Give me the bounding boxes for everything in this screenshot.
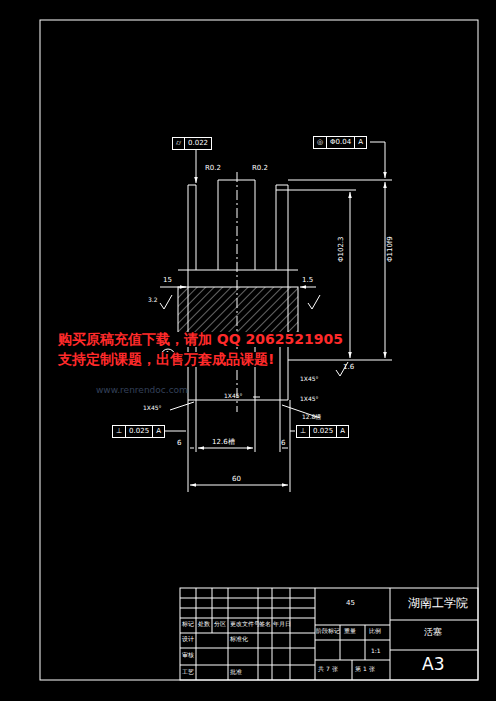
tolerance-frame: ⊥0.025A (112, 425, 165, 438)
dimension-text: 60 (232, 476, 241, 484)
title-cell: 工艺 (182, 669, 194, 676)
material: 45 (346, 600, 355, 608)
watermark: 购买原稿充值下载，请加 QQ 2062521905 (58, 332, 343, 347)
sheet-number: 第 1 张 (355, 666, 375, 673)
title-cell: 批准 (230, 669, 242, 676)
watermark: 支持定制课题，出售万套成品课题! (58, 352, 274, 367)
frame-cell: 0.025 (309, 426, 336, 437)
frame-cell: ⊥ (113, 426, 125, 437)
scale: 1:1 (371, 648, 381, 655)
frame-cell: ⌭ (173, 138, 184, 149)
school-name: 湖南工学院 (408, 597, 468, 610)
frame-cell: 0.022 (184, 138, 211, 149)
sheet-size: A3 (422, 655, 444, 674)
frame-cell: ◎ (314, 137, 326, 148)
frame-cell: A (336, 426, 348, 437)
title-cell: 年月日 (273, 621, 291, 628)
tolerance-frame: ◎Φ0.04A (313, 136, 367, 149)
chamfer-dim: 1X45° (300, 376, 319, 383)
tolerance-frame: ⌭0.022 (172, 137, 212, 150)
title-cell: 阶段标记 (316, 628, 340, 635)
watermark: www.renrendoc.com (96, 386, 188, 396)
sheet-count: 共 7 张 (318, 666, 338, 673)
frame-cell: A (152, 426, 164, 437)
chamfer-dim: 1X45° (143, 405, 162, 412)
roughness-value: 3.2 (148, 297, 158, 304)
title-cell: 重量 (344, 628, 356, 635)
title-cell: 处数 (198, 621, 210, 628)
title-cell: 签名 (259, 621, 271, 628)
title-cell: 设计 (182, 636, 194, 643)
radius-dim: R0.2 (205, 165, 221, 173)
frame-cell: Φ0.04 (326, 137, 354, 148)
tolerance-frame: ⊥0.025A (296, 425, 349, 438)
radius-dim: R0.2 (252, 165, 268, 173)
title-cell: 比例 (369, 628, 381, 635)
groove-dim: 12.6槽 (212, 439, 235, 447)
title-cell: 更改文件号 (230, 621, 260, 628)
frame-cell: A (354, 137, 366, 148)
dimension-text: 6 (177, 440, 181, 448)
dimension-text: 6 (281, 440, 285, 448)
frame-cell: 0.025 (125, 426, 152, 437)
chamfer-dim: 1X45° (300, 396, 319, 403)
part-name: 活塞 (424, 628, 442, 638)
diameter-dim: Φ102.3 (338, 236, 346, 262)
title-cell: 标准化 (230, 636, 248, 643)
frame-cell: ⊥ (297, 426, 309, 437)
roughness-value: 1.6 (343, 364, 354, 372)
title-cell: 审核 (182, 652, 194, 659)
title-cell: 分区 (214, 621, 226, 628)
groove-dim: 12.8槽 (302, 414, 321, 421)
diameter-dim: Φ110f9 (387, 236, 395, 262)
dimension-text: 15 (163, 277, 172, 285)
title-cell: 标记 (182, 621, 194, 628)
chamfer-dim: 1X45° (224, 393, 243, 400)
dimension-text: 1.5 (302, 277, 313, 285)
